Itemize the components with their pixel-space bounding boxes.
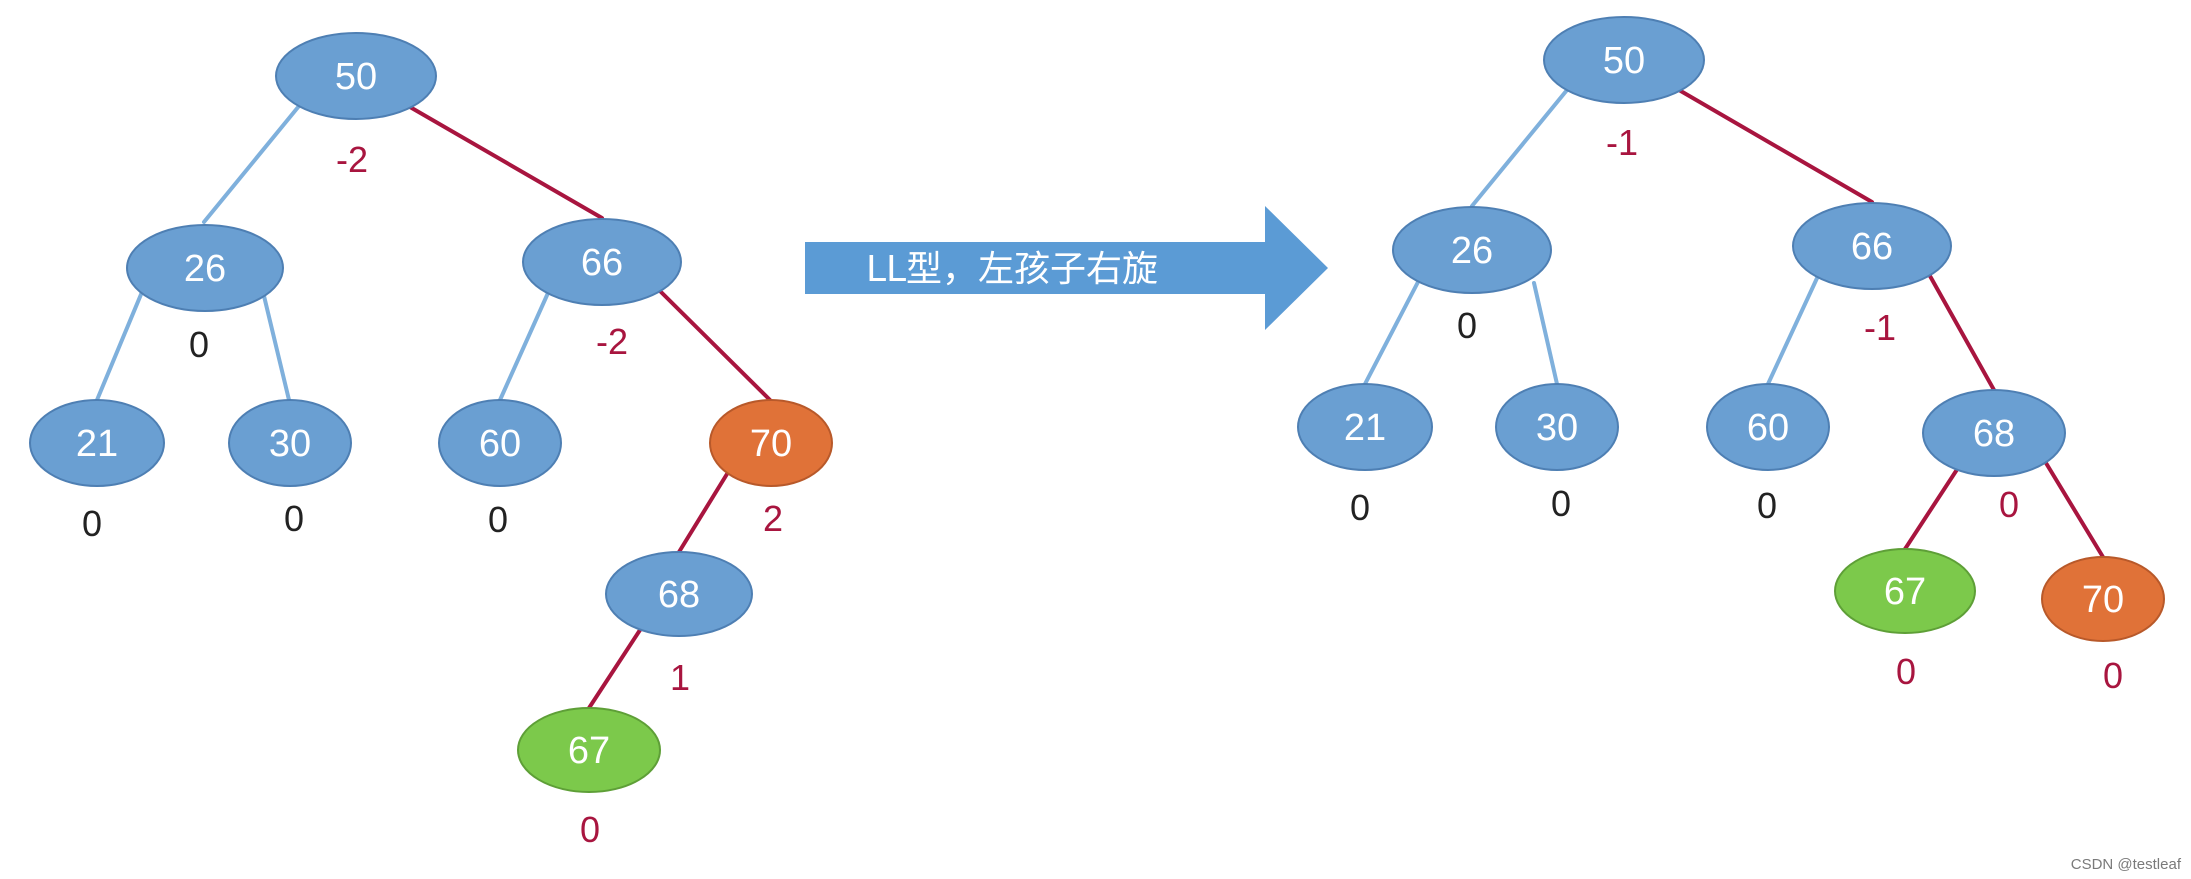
node-key: 60 xyxy=(479,423,521,465)
edge-after-66-60 xyxy=(1766,274,1820,386)
edge-before-70-68 xyxy=(677,472,729,554)
node-shape xyxy=(29,399,165,487)
edge-before-50-26 xyxy=(202,104,301,224)
balance-factor: 0 xyxy=(2103,655,2123,696)
node-before-50: 50 -2 xyxy=(275,32,437,180)
node-after-70: 70 0 xyxy=(2041,556,2165,696)
node-shape xyxy=(1297,383,1433,471)
edge-after-68-70 xyxy=(2044,461,2105,559)
node-before-67: 67 0 xyxy=(517,707,661,850)
node-shape xyxy=(228,399,352,487)
node-shape xyxy=(517,707,661,793)
node-before-70: 70 2 xyxy=(709,399,833,539)
node-key: 70 xyxy=(750,423,792,465)
node-after-60: 60 0 xyxy=(1706,383,1830,526)
balance-factor: 0 xyxy=(580,809,600,850)
edge-after-26-21 xyxy=(1363,280,1420,386)
node-key: 68 xyxy=(658,574,700,616)
node-after-68: 68 0 xyxy=(1922,389,2066,525)
node-key: 68 xyxy=(1973,413,2015,455)
node-shape xyxy=(1922,389,2066,477)
node-after-21: 21 0 xyxy=(1297,383,1433,528)
edges-before xyxy=(95,104,772,710)
balance-factor: 0 xyxy=(1551,483,1571,524)
node-before-21: 21 0 xyxy=(29,399,165,544)
edge-before-68-67 xyxy=(587,628,642,710)
node-key: 66 xyxy=(1851,226,1893,268)
balance-factor: 0 xyxy=(1999,484,2019,525)
node-shape xyxy=(1543,16,1705,104)
balance-factor: 0 xyxy=(82,503,102,544)
node-after-50: 50 -1 xyxy=(1543,16,1705,163)
balance-factor: 0 xyxy=(1896,651,1916,692)
tree-before-rotation: 50 -2 26 0 66 -2 21 0 30 0 60 0 70 2 68 1 67 0 xyxy=(29,32,833,850)
node-shape xyxy=(126,224,284,312)
balance-factor: 1 xyxy=(670,657,690,698)
nodes-after: 50 -1 26 0 66 -1 21 0 30 0 60 0 68 0 67 0 70 0 xyxy=(1297,16,2165,696)
node-after-66: 66 -1 xyxy=(1792,202,1952,348)
node-shape xyxy=(1392,206,1552,294)
edge-before-26-21 xyxy=(95,290,144,402)
node-key: 50 xyxy=(1603,40,1645,82)
node-shape xyxy=(1834,548,1976,634)
node-before-60: 60 0 xyxy=(438,399,562,540)
node-shape xyxy=(605,551,753,637)
balance-factor: -2 xyxy=(596,321,628,362)
node-before-30: 30 0 xyxy=(228,399,352,539)
node-after-67: 67 0 xyxy=(1834,548,1976,692)
rotation-arrow: LL型，左孩子右旋 xyxy=(805,206,1328,330)
balance-factor: 2 xyxy=(763,498,783,539)
edge-after-50-26 xyxy=(1470,88,1569,208)
edge-after-26-30 xyxy=(1532,281,1559,386)
node-after-26: 26 0 xyxy=(1392,206,1552,346)
node-key: 50 xyxy=(335,56,377,98)
node-key: 30 xyxy=(1536,407,1578,449)
node-shape xyxy=(2041,556,2165,642)
edge-before-50-66 xyxy=(408,105,604,220)
node-key: 60 xyxy=(1747,407,1789,449)
balance-factor: -1 xyxy=(1864,307,1896,348)
node-key: 70 xyxy=(2082,579,2124,621)
node-shape xyxy=(1792,202,1952,290)
balance-factor: -2 xyxy=(336,139,368,180)
node-key: 30 xyxy=(269,423,311,465)
edge-before-26-30 xyxy=(262,294,291,402)
balance-factor: 0 xyxy=(1757,485,1777,526)
nodes-before: 50 -2 26 0 66 -2 21 0 30 0 60 0 70 2 68 1 67 0 xyxy=(29,32,833,850)
edge-after-66-68 xyxy=(1928,274,1996,392)
balance-factor: 0 xyxy=(1457,305,1477,346)
edge-after-68-67 xyxy=(1903,466,1960,551)
node-key: 26 xyxy=(184,248,226,290)
arrow-shape xyxy=(805,206,1328,330)
node-shape xyxy=(275,32,437,120)
node-shape xyxy=(709,399,833,487)
balance-factor: 0 xyxy=(488,499,508,540)
balance-factor: 0 xyxy=(1350,487,1370,528)
node-key: 21 xyxy=(1344,407,1386,449)
node-after-30: 30 0 xyxy=(1495,383,1619,524)
watermark: CSDN @testleaf xyxy=(2070,856,2181,873)
edge-before-66-60 xyxy=(498,291,550,402)
node-key: 21 xyxy=(76,423,118,465)
node-shape xyxy=(438,399,562,487)
node-key: 67 xyxy=(568,730,610,772)
node-key: 67 xyxy=(1884,571,1926,613)
node-shape xyxy=(1495,383,1619,471)
edge-before-66-70 xyxy=(658,289,772,402)
node-before-66: 66 -2 xyxy=(522,218,682,362)
node-shape xyxy=(1706,383,1830,471)
node-before-26: 26 0 xyxy=(126,224,284,365)
edge-after-50-66 xyxy=(1677,88,1874,204)
node-before-68: 68 1 xyxy=(605,551,753,698)
node-key: 26 xyxy=(1451,230,1493,272)
edges-after xyxy=(1363,88,2105,559)
balance-factor: 0 xyxy=(189,324,209,365)
tree-after-rotation: 50 -1 26 0 66 -1 21 0 30 0 60 0 68 0 67 0 70 0 xyxy=(1297,16,2165,696)
node-shape xyxy=(522,218,682,306)
balance-factor: 0 xyxy=(284,498,304,539)
arrow-label: LL型，左孩子右旋 xyxy=(866,249,1158,290)
node-key: 66 xyxy=(581,242,623,284)
balance-factor: -1 xyxy=(1606,122,1638,163)
